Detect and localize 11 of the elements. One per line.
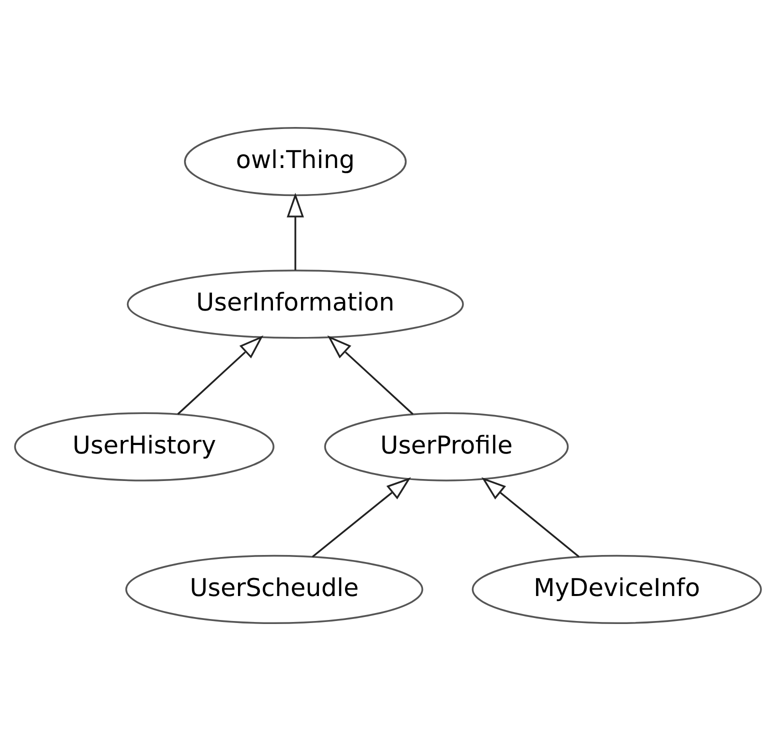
node-ellipse: UserInformation <box>126 270 464 339</box>
arrow <box>482 477 580 558</box>
arrow <box>286 192 304 270</box>
node-ellipse: MyDeviceInfo <box>472 554 762 624</box>
arrow <box>327 335 414 415</box>
node-ellipse: UserProfile <box>324 412 569 482</box>
arrow <box>177 335 264 415</box>
node-ellipse: owl:Thing <box>184 127 407 196</box>
node-ellipse: UserHistory <box>14 412 274 482</box>
arrow <box>312 477 411 558</box>
node-ellipse: UserScheudle <box>125 554 424 624</box>
